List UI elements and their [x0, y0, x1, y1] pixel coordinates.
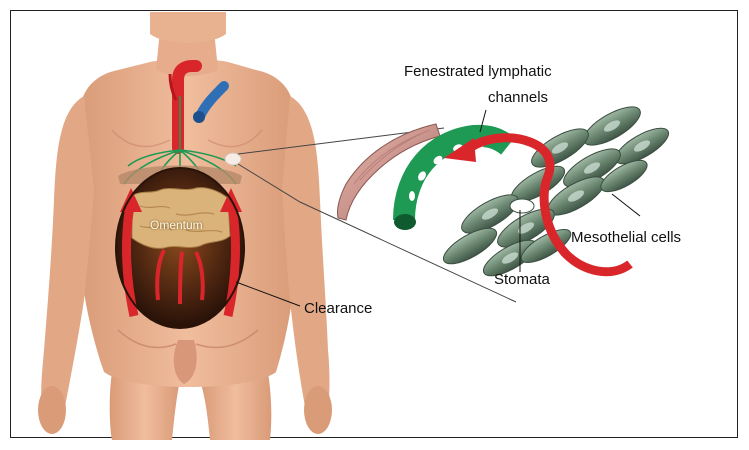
inner-flow-2 [180, 252, 182, 304]
channel-end [394, 214, 416, 230]
head [150, 12, 226, 43]
left-arm [41, 96, 94, 412]
leader-mesothelial [612, 194, 640, 216]
label-mesothelial-cells: Mesothelial cells [571, 229, 681, 247]
left-hand [38, 386, 66, 434]
label-omentum: Omentum [150, 216, 203, 234]
vein-end [193, 111, 205, 123]
magnified-spot [225, 153, 241, 165]
label-fenestrated-line1: Fenestrated lymphatic [404, 63, 552, 81]
label-fenestrated-line2: channels [488, 89, 548, 107]
right-hand [304, 386, 332, 434]
magnified-inset [337, 100, 673, 283]
peritoneal-cavity [116, 166, 244, 329]
label-clearance: Clearance [304, 300, 372, 318]
stoma-opening [510, 199, 534, 213]
label-stomata: Stomata [494, 271, 550, 289]
